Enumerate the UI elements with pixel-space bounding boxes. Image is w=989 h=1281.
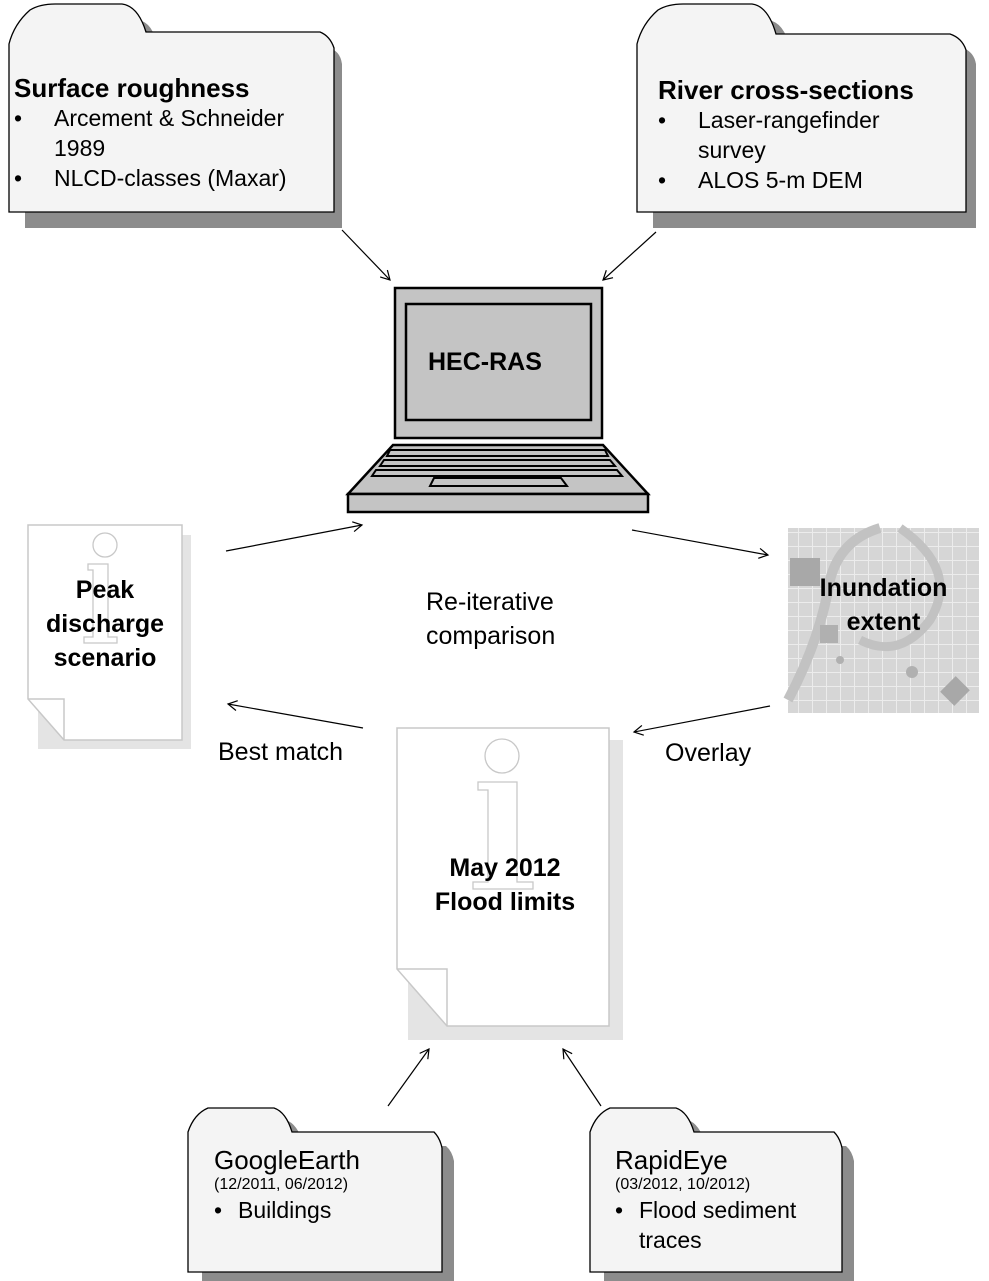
overlay-label: Overlay (665, 739, 752, 767)
node-google-earth: GoogleEarth (12/2011, 06/2012) • Buildin… (214, 1145, 439, 1225)
bullet-icon: • (214, 1197, 223, 1223)
arrow-inundation-to-floodlimits (632, 705, 771, 736)
arrow-hecras-to-inundation (631, 529, 770, 559)
document-peak-discharge-shape (27, 524, 191, 749)
best-match-label: Best match (218, 738, 344, 766)
bullet-icon: • (658, 167, 667, 193)
bullet-icon: • (14, 165, 23, 191)
reiterative-comparison-label: Re-iterative comparison (426, 588, 556, 650)
node-inundation-extent: Inundation extent (819, 574, 948, 636)
bullet-icon: • (658, 107, 667, 133)
arrow-floodlimits-to-discharge (226, 700, 364, 729)
rapideye-title: RapidEye (615, 1145, 728, 1175)
arrow-roughness-to-hecras (341, 229, 391, 281)
river-cross-sections-title: River cross-sections (658, 75, 914, 105)
river-cross-sections-item: • ALOS 5-m DEM (658, 167, 863, 193)
document-flood-limits-shape (396, 727, 623, 1040)
map-inundation-shape (783, 523, 979, 713)
arrow-cross-sections-to-hecras (602, 231, 657, 281)
laptop-icon (345, 286, 651, 514)
google-earth-dates: (12/2011, 06/2012) (214, 1176, 349, 1193)
arrow-googleearth-to-floodlimits (387, 1047, 430, 1107)
google-earth-item: • Buildings (214, 1197, 332, 1223)
surface-roughness-item: • Arcement & Schneider 1989 (14, 105, 285, 161)
node-river-cross-sections: River cross-sections • Laser-rangefinder… (658, 75, 968, 195)
arrow-discharge-to-hecras (225, 521, 364, 552)
surface-roughness-item: • NLCD-classes (Maxar) (14, 165, 287, 191)
node-flood-limits: May 2012 Flood limits (434, 854, 576, 916)
folder-surface-roughness-shape (8, 3, 342, 228)
folder-rapideye-shape (589, 1107, 854, 1281)
folder-google-earth-shape (187, 1107, 454, 1281)
river-cross-sections-item: • Laser-rangefinder survey (658, 107, 880, 163)
hec-ras-label: HEC-RAS (428, 348, 542, 376)
surface-roughness-title: Surface roughness (14, 73, 250, 103)
google-earth-title: GoogleEarth (214, 1145, 360, 1175)
rapideye-dates: (03/2012, 10/2012) (615, 1176, 751, 1193)
rapideye-item: • Flood sediment traces (615, 1197, 797, 1253)
node-peak-discharge: Peak discharge scenario (45, 576, 165, 672)
bullet-icon: • (615, 1197, 624, 1223)
arrow-rapideye-to-floodlimits (562, 1047, 602, 1107)
folder-river-cross-sections-shape (636, 3, 976, 228)
node-rapideye: RapidEye (03/2012, 10/2012) • Flood sedi… (615, 1145, 840, 1255)
node-surface-roughness: Surface roughness • Arcement & Schneider… (14, 73, 334, 193)
bullet-icon: • (14, 105, 23, 131)
